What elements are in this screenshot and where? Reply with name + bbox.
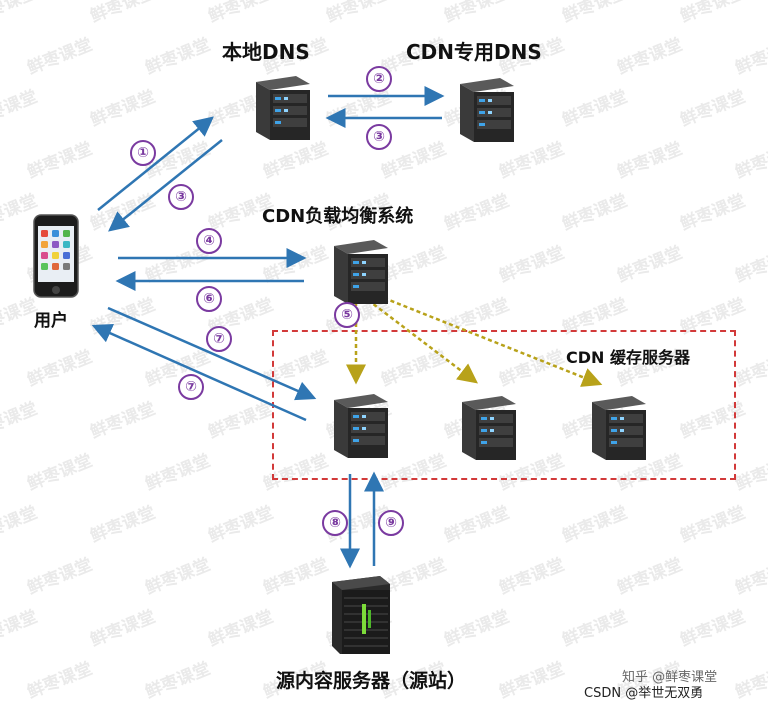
- source-attribution: 知乎 @鲜枣课堂: [622, 670, 718, 685]
- step-6-badge: ⑥: [196, 286, 222, 312]
- arrow-step5-c: [383, 296, 603, 387]
- cdn-dns-server-icon: [456, 74, 518, 148]
- arrow-step5-b: [367, 299, 478, 384]
- step-7-badge-lower: ⑦: [178, 374, 204, 400]
- arrow-step7-to-cache: [107, 306, 317, 401]
- csdn-attribution: CSDN @举世无双勇: [584, 686, 704, 701]
- step-5-badge: ⑤: [334, 302, 360, 328]
- step-4-badge: ④: [196, 228, 222, 254]
- cdn-dns-label: CDN专用DNS: [406, 40, 542, 64]
- step-8-badge: ⑧: [322, 510, 348, 536]
- arrow-step1: [97, 116, 214, 211]
- load-balancer-server-icon: [330, 236, 392, 310]
- origin-server-label: 源内容服务器（源站）: [276, 670, 467, 692]
- step-1-badge: ①: [130, 140, 156, 166]
- local-dns-server-icon: [252, 72, 314, 146]
- step-7-badge-upper: ⑦: [206, 326, 232, 352]
- smartphone-icon: [33, 214, 79, 302]
- local-dns-label: 本地DNS: [222, 40, 310, 64]
- load-balancer-label: CDN负载均衡系统: [262, 206, 414, 227]
- arrow-step3-to-user: [108, 139, 223, 232]
- cache-server-2-icon: [458, 392, 520, 466]
- step-9-badge: ⑨: [378, 510, 404, 536]
- arrow-step7-to-user: [91, 323, 307, 422]
- cache-servers-label: CDN 缓存服务器: [566, 348, 690, 367]
- rack-server-icon: [326, 574, 394, 660]
- cache-server-3-icon: [588, 392, 650, 466]
- user-label: 用户: [34, 311, 68, 331]
- cache-server-1-icon: [330, 390, 392, 464]
- step-3-badge-user: ③: [168, 184, 194, 210]
- step-3-badge-dns: ③: [366, 124, 392, 150]
- step-2-badge: ②: [366, 66, 392, 92]
